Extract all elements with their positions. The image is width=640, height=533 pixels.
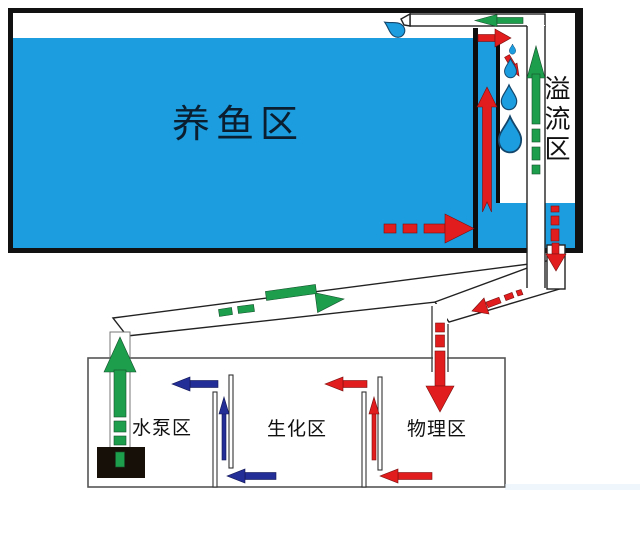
baffle-rise-arrow-left xyxy=(218,395,230,415)
physical-bottom-arrow xyxy=(379,468,399,484)
fish-area-label: 养鱼区 xyxy=(172,104,305,146)
fish-tank xyxy=(8,8,583,253)
sump-inlet-arrow xyxy=(425,385,455,413)
physical-to-bio-arrow xyxy=(324,376,344,392)
overflow-weir xyxy=(473,28,500,248)
scan-smudge xyxy=(505,484,640,490)
weir-rise-arrow xyxy=(476,86,498,213)
baffle xyxy=(212,391,218,488)
tank-outflow-arrow xyxy=(444,213,475,244)
bio-area-label: 生化区 xyxy=(267,419,328,440)
bio-bottom-arrow xyxy=(226,468,246,484)
drain-down-arrow xyxy=(545,253,567,272)
sump-flow-arrows xyxy=(171,376,277,484)
return-flow-arrows xyxy=(103,14,546,468)
pump-output-arrow xyxy=(103,336,137,373)
weir-wall xyxy=(473,28,478,248)
overflow-box-wall xyxy=(496,42,500,203)
overflow-area-label: 溢流区 xyxy=(541,75,570,165)
baffle xyxy=(228,374,234,469)
return-arrow-diagonal xyxy=(314,292,345,313)
baffle-rise-arrow-right xyxy=(368,395,380,415)
drain-flow-arrows xyxy=(324,28,567,484)
pump-area-label: 水泵区 xyxy=(132,418,193,439)
physical-area-label: 物理区 xyxy=(407,419,468,440)
bio-to-pump-arrow xyxy=(171,376,191,392)
baffle xyxy=(361,391,367,488)
pipe-spout xyxy=(400,12,411,27)
drain-diagonal-arrow xyxy=(471,297,490,315)
spillover-arrow xyxy=(494,28,512,48)
tank-water xyxy=(13,38,575,248)
baffle xyxy=(377,376,383,471)
